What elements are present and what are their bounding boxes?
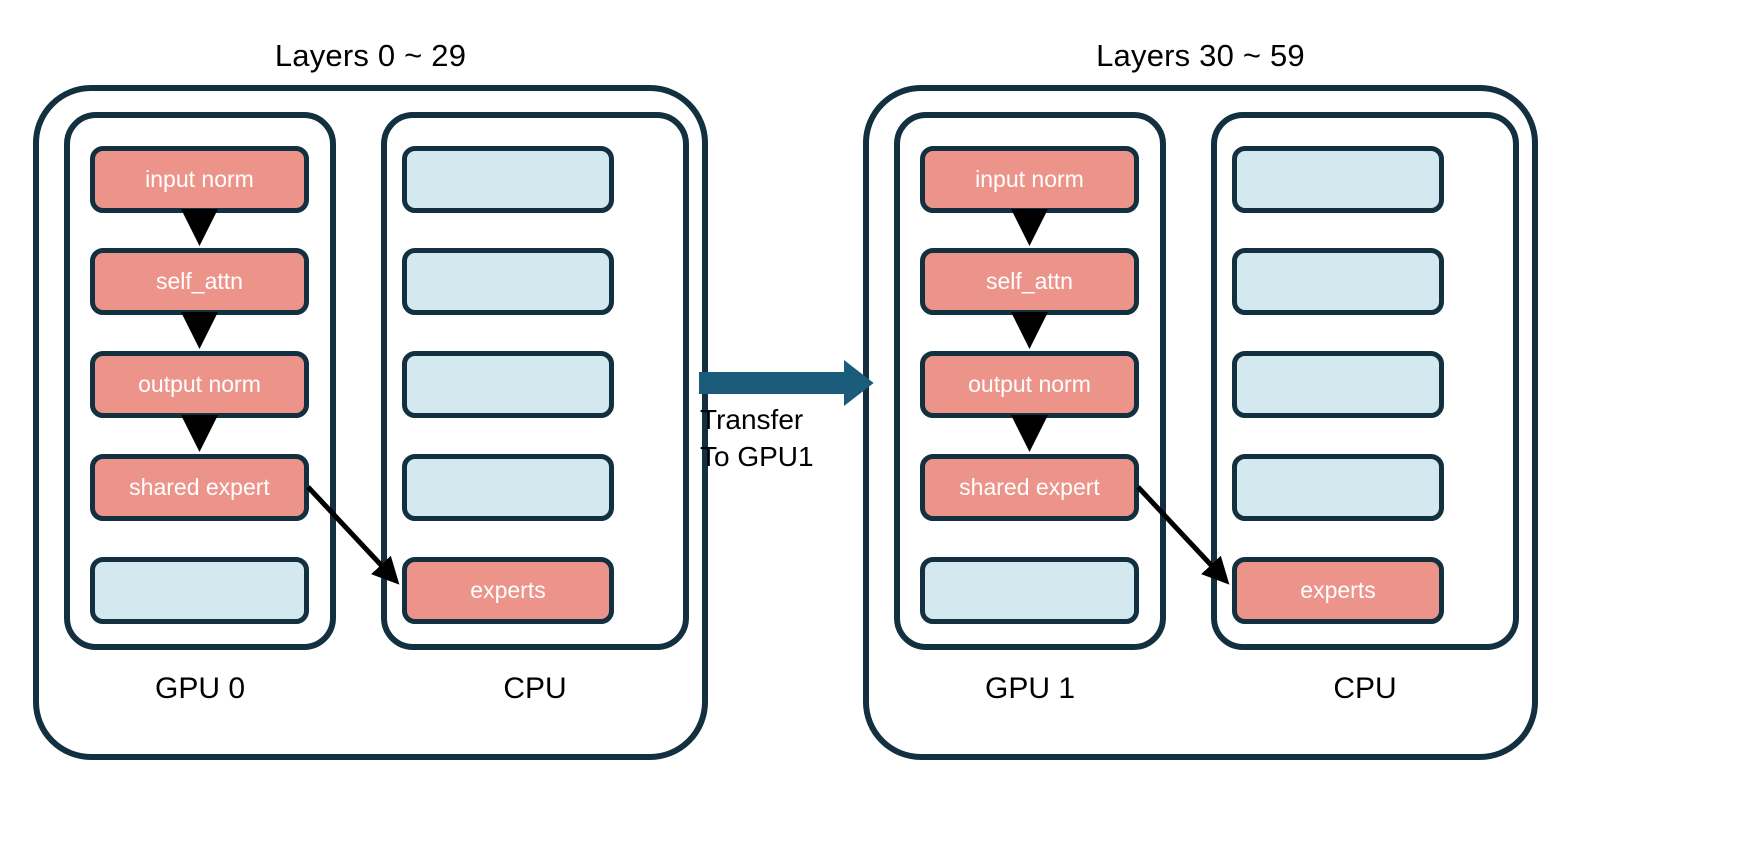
block-cpu0-slot-1[interactable] — [402, 146, 614, 213]
block-gpu0-input-norm[interactable]: input norm — [90, 146, 309, 213]
block-cpu0-slot-2[interactable] — [402, 248, 614, 315]
block-gpu1-self-attn[interactable]: self_attn — [920, 248, 1139, 315]
block-gpu1-input-norm[interactable]: input norm — [920, 146, 1139, 213]
block-gpu1-shared-expert[interactable]: shared expert — [920, 454, 1139, 521]
block-cpu1-experts[interactable]: experts — [1232, 557, 1444, 624]
block-gpu0-shared-expert[interactable]: shared expert — [90, 454, 309, 521]
device-label-gpu1: GPU 1 — [984, 672, 1076, 705]
block-gpu1-empty[interactable] — [920, 557, 1139, 624]
block-gpu0-empty[interactable] — [90, 557, 309, 624]
group-title-right: Layers 30 ~ 59 — [1096, 38, 1305, 73]
group-title-left: Layers 0 ~ 29 — [274, 38, 467, 73]
block-gpu0-output-norm[interactable]: output norm — [90, 351, 309, 418]
device-label-gpu0: GPU 0 — [154, 672, 246, 705]
device-label-cpu0: CPU — [503, 672, 567, 705]
block-cpu0-slot-4[interactable] — [402, 454, 614, 521]
device-label-cpu1: CPU — [1333, 672, 1397, 705]
block-gpu0-self-attn[interactable]: self_attn — [90, 248, 309, 315]
block-cpu1-slot-4[interactable] — [1232, 454, 1444, 521]
transfer-arrow-gpu0-to-gpu1 — [699, 359, 874, 407]
block-cpu1-slot-2[interactable] — [1232, 248, 1444, 315]
block-cpu1-slot-1[interactable] — [1232, 146, 1444, 213]
block-gpu1-output-norm[interactable]: output norm — [920, 351, 1139, 418]
block-cpu1-slot-3[interactable] — [1232, 351, 1444, 418]
block-cpu0-slot-3[interactable] — [402, 351, 614, 418]
transfer-label: Transfer To GPU1 — [700, 404, 814, 472]
block-cpu0-experts[interactable]: experts — [402, 557, 614, 624]
